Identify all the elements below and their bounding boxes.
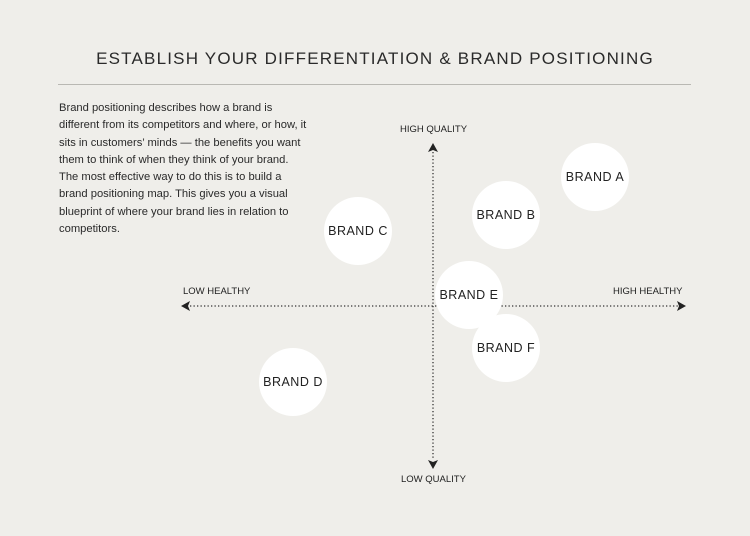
brand-label: BRAND E	[439, 288, 499, 302]
page-title: ESTABLISH YOUR DIFFERENTIATION & BRAND P…	[96, 49, 654, 68]
brand-circle-a: BRAND A	[561, 143, 629, 211]
brand-label: BRAND C	[328, 224, 388, 238]
arrow-left-icon	[181, 301, 190, 311]
description-text: Brand positioning describes how a brand …	[59, 102, 307, 236]
axis-label-high-quality: HIGH QUALITY	[400, 124, 468, 135]
brand-circle-c: BRAND C	[324, 197, 392, 265]
brand-label: BRAND D	[263, 375, 323, 389]
axis-label-low-quality: LOW QUALITY	[401, 474, 466, 485]
brand-label: BRAND A	[565, 170, 625, 184]
arrow-up-icon	[428, 143, 438, 152]
arrow-down-icon	[428, 460, 438, 469]
brand-circle-b: BRAND B	[472, 181, 540, 249]
brand-label: BRAND B	[476, 208, 536, 222]
axis-label-high-healthy: HIGH HEALTHY	[613, 286, 683, 297]
brand-label: BRAND F	[476, 341, 536, 355]
brand-circle-e: BRAND E	[435, 261, 503, 329]
axis-label-low-healthy: LOW HEALTHY	[183, 286, 251, 297]
arrow-right-icon	[677, 301, 686, 311]
title-divider	[58, 84, 691, 85]
brand-circle-d: BRAND D	[259, 348, 327, 416]
brand-e-shape	[435, 261, 503, 329]
